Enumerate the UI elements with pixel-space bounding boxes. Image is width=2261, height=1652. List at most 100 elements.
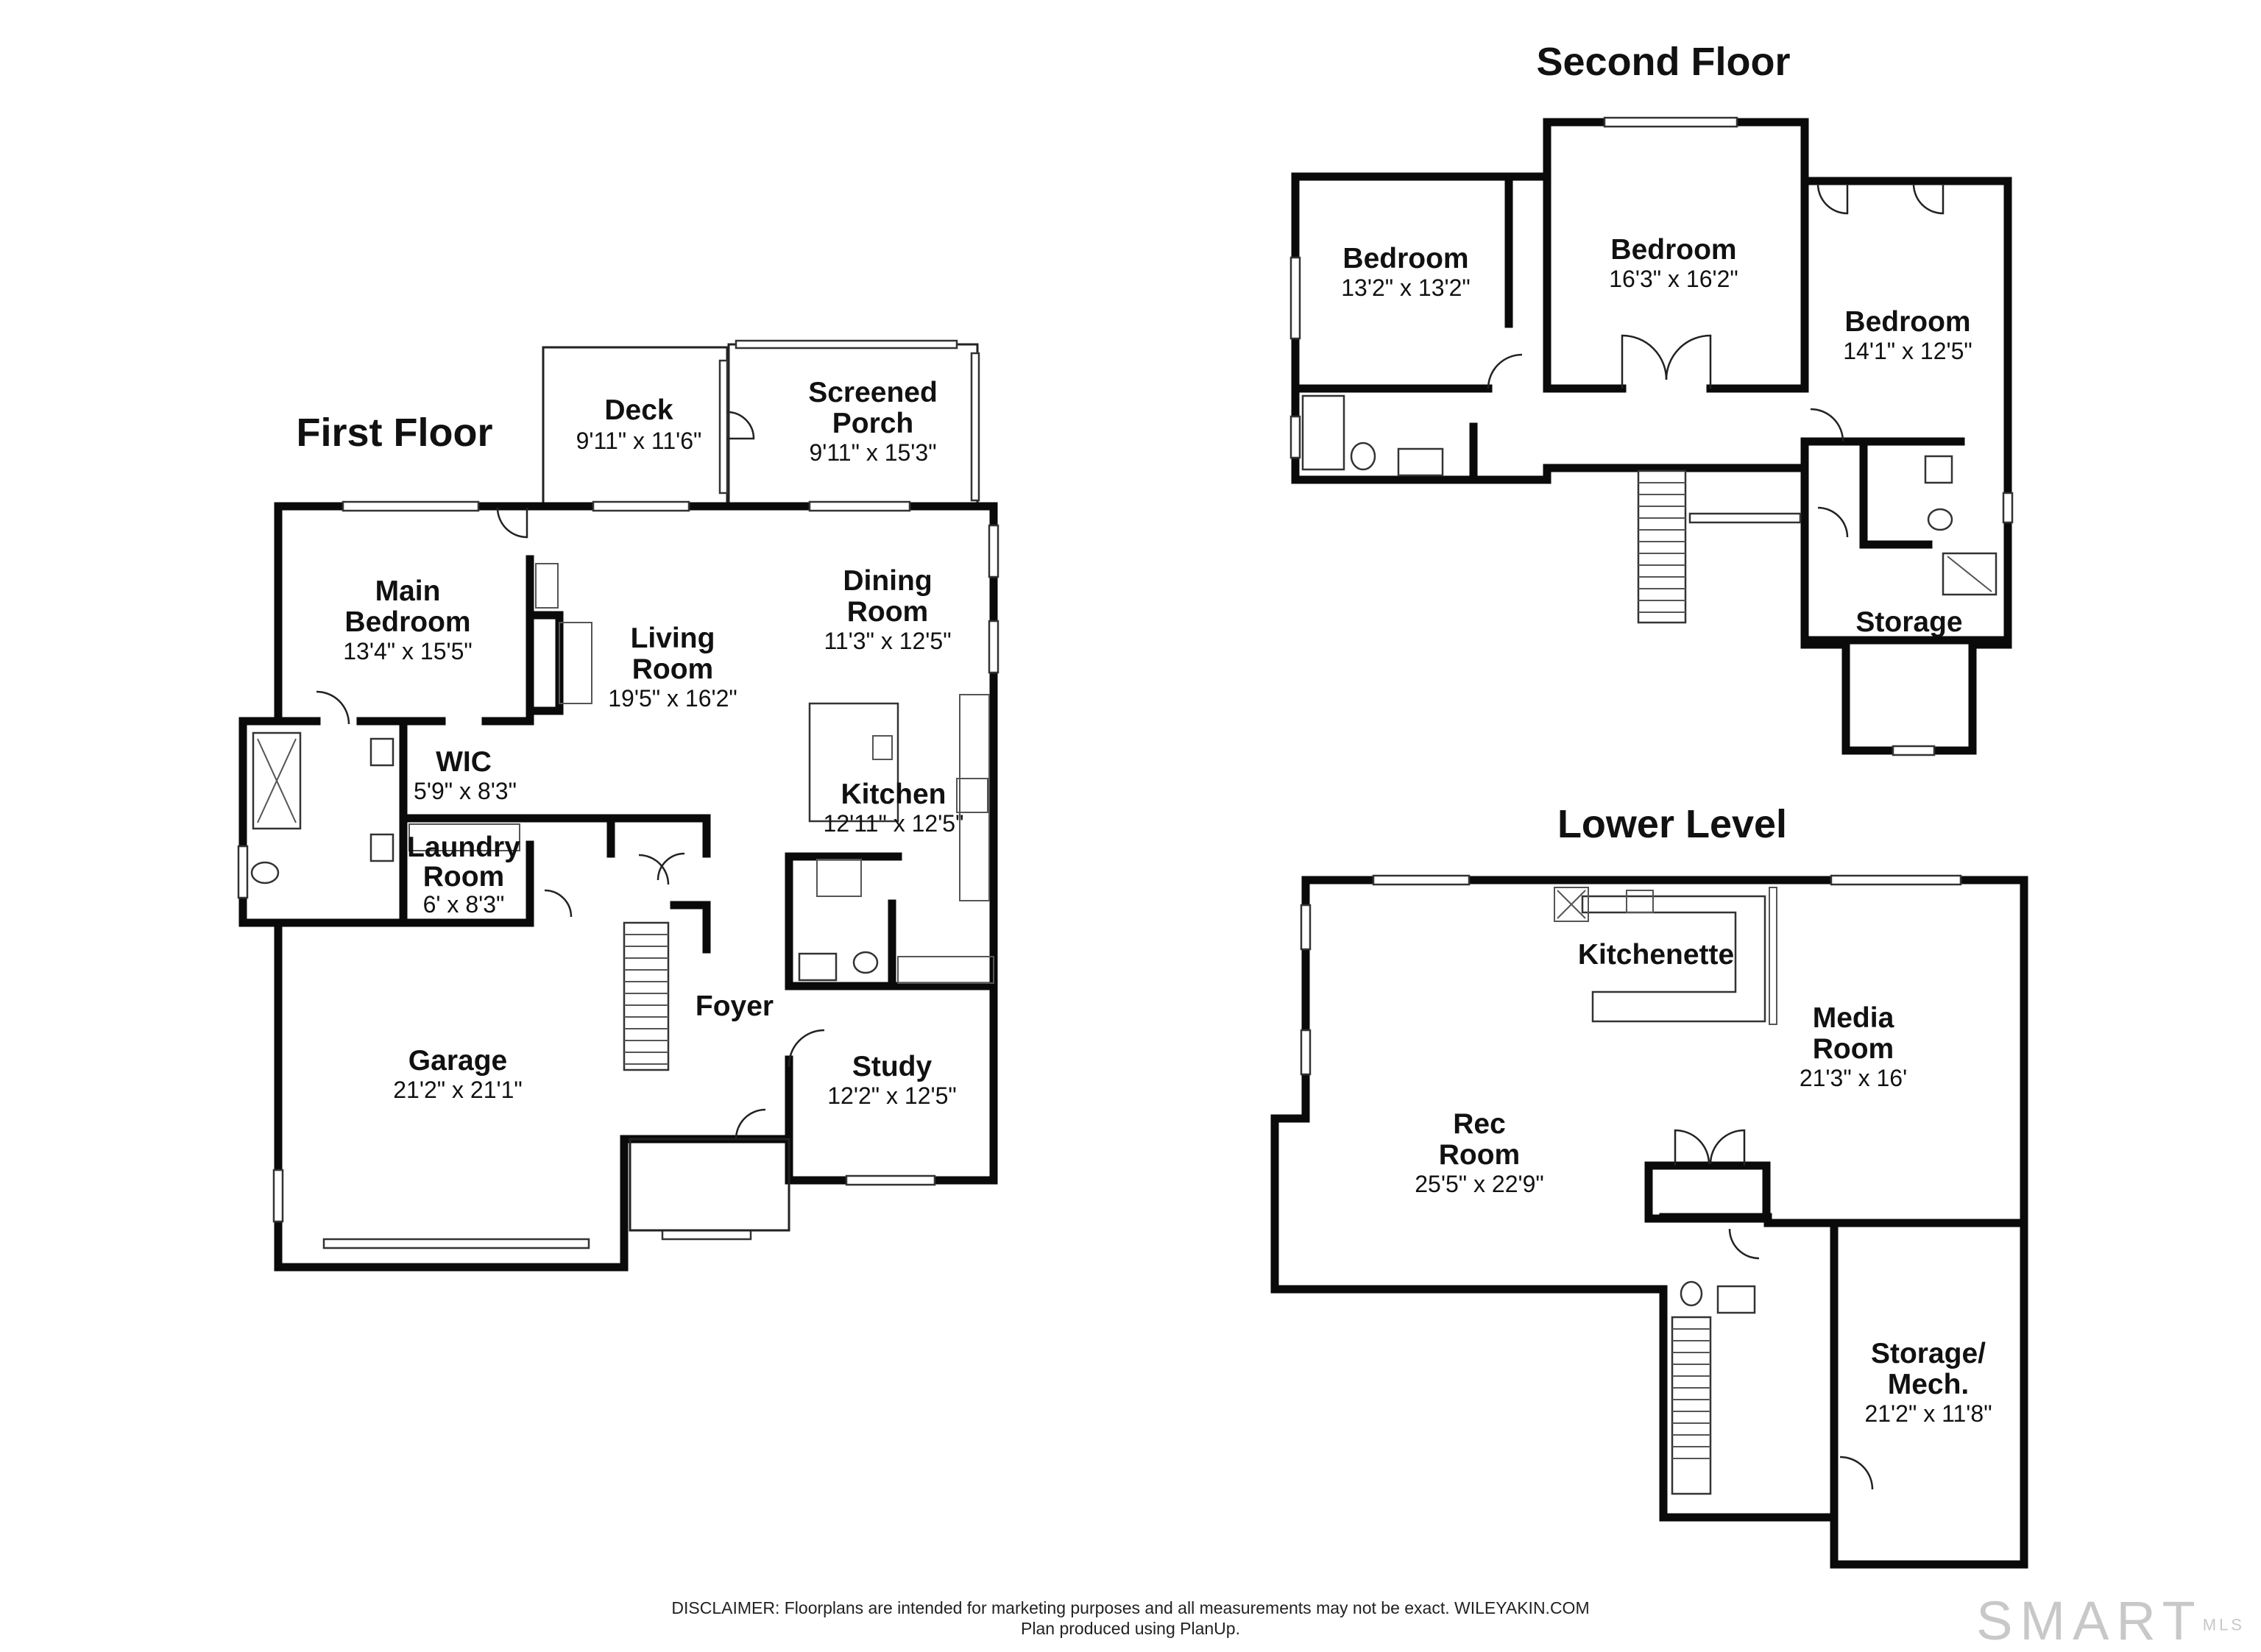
closet-door-2 xyxy=(657,852,685,881)
porch-window-side xyxy=(970,352,980,502)
wic-dim: 5'9" x 8'3" xyxy=(414,778,517,804)
deck-name: Deck xyxy=(604,394,673,426)
front-step xyxy=(661,1229,752,1241)
first-floor-title: First Floor xyxy=(297,411,493,455)
garage-door xyxy=(322,1238,590,1249)
powder-sink-icon xyxy=(798,952,838,982)
main-bedroom-dim: 13'4" x 15'5" xyxy=(343,638,473,664)
second-floor-exterior-wall xyxy=(1291,118,2012,755)
closet-door xyxy=(638,854,670,885)
bedroom-a-door xyxy=(1487,353,1523,389)
living-room-name-2: Room xyxy=(632,653,714,685)
smart-mls-logo: SMARTMLS xyxy=(1976,1589,2245,1652)
bedroom-b-name: Bedroom xyxy=(1610,234,1736,266)
storage-door xyxy=(1839,1456,1874,1490)
study-window xyxy=(845,1174,936,1186)
bedroom-a-window xyxy=(1289,256,1301,340)
lower-level-plan: Lower Level Kitchenette Media Ro xyxy=(1270,802,2028,1569)
fireplace-icon xyxy=(531,611,564,715)
kitchen-island xyxy=(808,702,899,823)
dining-side-window-1 xyxy=(988,524,999,578)
closet-ll-door-right xyxy=(1709,1129,1746,1166)
built-in xyxy=(535,563,559,609)
bedroom-c-door xyxy=(1810,408,1844,442)
garage-name: Garage xyxy=(408,1045,507,1077)
bar-divider xyxy=(1769,887,1777,1025)
bedroom-c-name: Bedroom xyxy=(1844,306,1970,338)
brand-suffix: MLS xyxy=(2202,1615,2245,1634)
fridge-icon xyxy=(816,859,862,897)
living-room-dim: 19'5" x 16'2" xyxy=(608,685,737,712)
sink-icon-ll xyxy=(1716,1285,1756,1314)
rec-room-dim: 25'5" x 22'9" xyxy=(1415,1171,1544,1197)
lower-level-stairs xyxy=(1671,1316,1712,1495)
closet-c-door xyxy=(1816,183,1849,215)
storage-mech-name-1: Storage/ xyxy=(1871,1338,1986,1369)
hearth xyxy=(559,622,592,704)
porch-window-left xyxy=(718,359,729,494)
dining-room-name-2: Room xyxy=(847,596,929,628)
porch-door xyxy=(726,411,755,440)
bath-window xyxy=(237,845,249,899)
storage-window xyxy=(1892,745,1936,756)
laundry-room-name-2: Room xyxy=(423,861,505,893)
closet-ll xyxy=(1644,1161,1771,1223)
lower-level-exterior-wall xyxy=(1270,876,2028,1569)
bedroom-window xyxy=(342,500,480,512)
screened-porch-name-2: Porch xyxy=(832,408,914,439)
bedroom-c-dim: 14'1" x 12'5" xyxy=(1843,338,1972,364)
stair-hall-door xyxy=(1728,1228,1760,1260)
main-bedroom-name-1: Main xyxy=(375,575,441,607)
pantry-counter xyxy=(897,956,994,984)
fridge-mark xyxy=(1557,890,1586,919)
kitchen-dim: 12'11" x 12'5" xyxy=(824,810,964,837)
rec-window-side-2 xyxy=(1300,1029,1312,1076)
sink-icon-2 xyxy=(1397,447,1444,477)
shower-glass-2 xyxy=(1947,556,1992,592)
study-name: Study xyxy=(852,1051,933,1082)
main-stairs xyxy=(623,921,670,1071)
bath-2-wall xyxy=(1859,437,1933,549)
first-floor-exterior-wall xyxy=(238,502,998,1272)
bedroom-exterior-door xyxy=(496,507,528,539)
double-door-right xyxy=(1665,334,1712,389)
disclaimer-line-2: Plan produced using PlanUp. xyxy=(1021,1619,1240,1638)
kitchen-counter xyxy=(959,694,990,901)
garage-dim: 21'2" x 21'1" xyxy=(393,1077,523,1103)
closet-ll-door-left xyxy=(1674,1129,1710,1166)
vanity-sink-1 xyxy=(369,737,394,767)
bedroom-a-dim: 13'2" x 13'2" xyxy=(1341,274,1471,301)
closet-wall xyxy=(526,814,711,858)
double-door-left xyxy=(1621,334,1668,389)
storage-name: Storage xyxy=(1855,606,1962,638)
porch-window xyxy=(735,339,958,350)
toilet-icon-ll xyxy=(1680,1280,1703,1307)
toilet-icon-2 xyxy=(1350,442,1376,471)
living-window xyxy=(592,500,690,512)
media-room-name-1: Media xyxy=(1813,1002,1894,1034)
storage-mech-name-2: Mech. xyxy=(1888,1369,1970,1400)
storage-mech-dim: 21'2" x 11'8" xyxy=(1864,1400,1992,1427)
brand-wordmark: SMART xyxy=(1976,1590,2203,1651)
toilet-icon xyxy=(250,861,280,885)
front-porch xyxy=(629,1138,790,1232)
rec-room-name-1: Rec xyxy=(1453,1108,1506,1140)
bedroom-b-window xyxy=(1603,116,1738,128)
powder-toilet-icon xyxy=(852,951,879,974)
tub-icon-2 xyxy=(1301,394,1345,471)
study-dim: 12'2" x 12'5" xyxy=(827,1082,957,1109)
dining-room-dim: 11'3" x 12'5" xyxy=(824,628,951,654)
laundry-door xyxy=(544,889,573,918)
kitchenette-fridge-icon xyxy=(1554,887,1589,922)
kitchenette-sink-icon xyxy=(1626,890,1654,913)
bedroom-b-dim: 16'3" x 16'2" xyxy=(1609,266,1738,292)
laundry-room-name-1: Laundry xyxy=(407,832,520,863)
media-window xyxy=(1830,874,1962,886)
lower-level-title: Lower Level xyxy=(1557,802,1787,846)
toilet-icon-3 xyxy=(1927,508,1953,531)
media-room-name-2: Room xyxy=(1813,1033,1894,1065)
main-bedroom-name-2: Bedroom xyxy=(344,606,470,638)
foyer-name: Foyer xyxy=(696,990,774,1022)
deck-dim: 9'11" x 11'6" xyxy=(576,428,702,454)
study-door xyxy=(788,1029,825,1068)
